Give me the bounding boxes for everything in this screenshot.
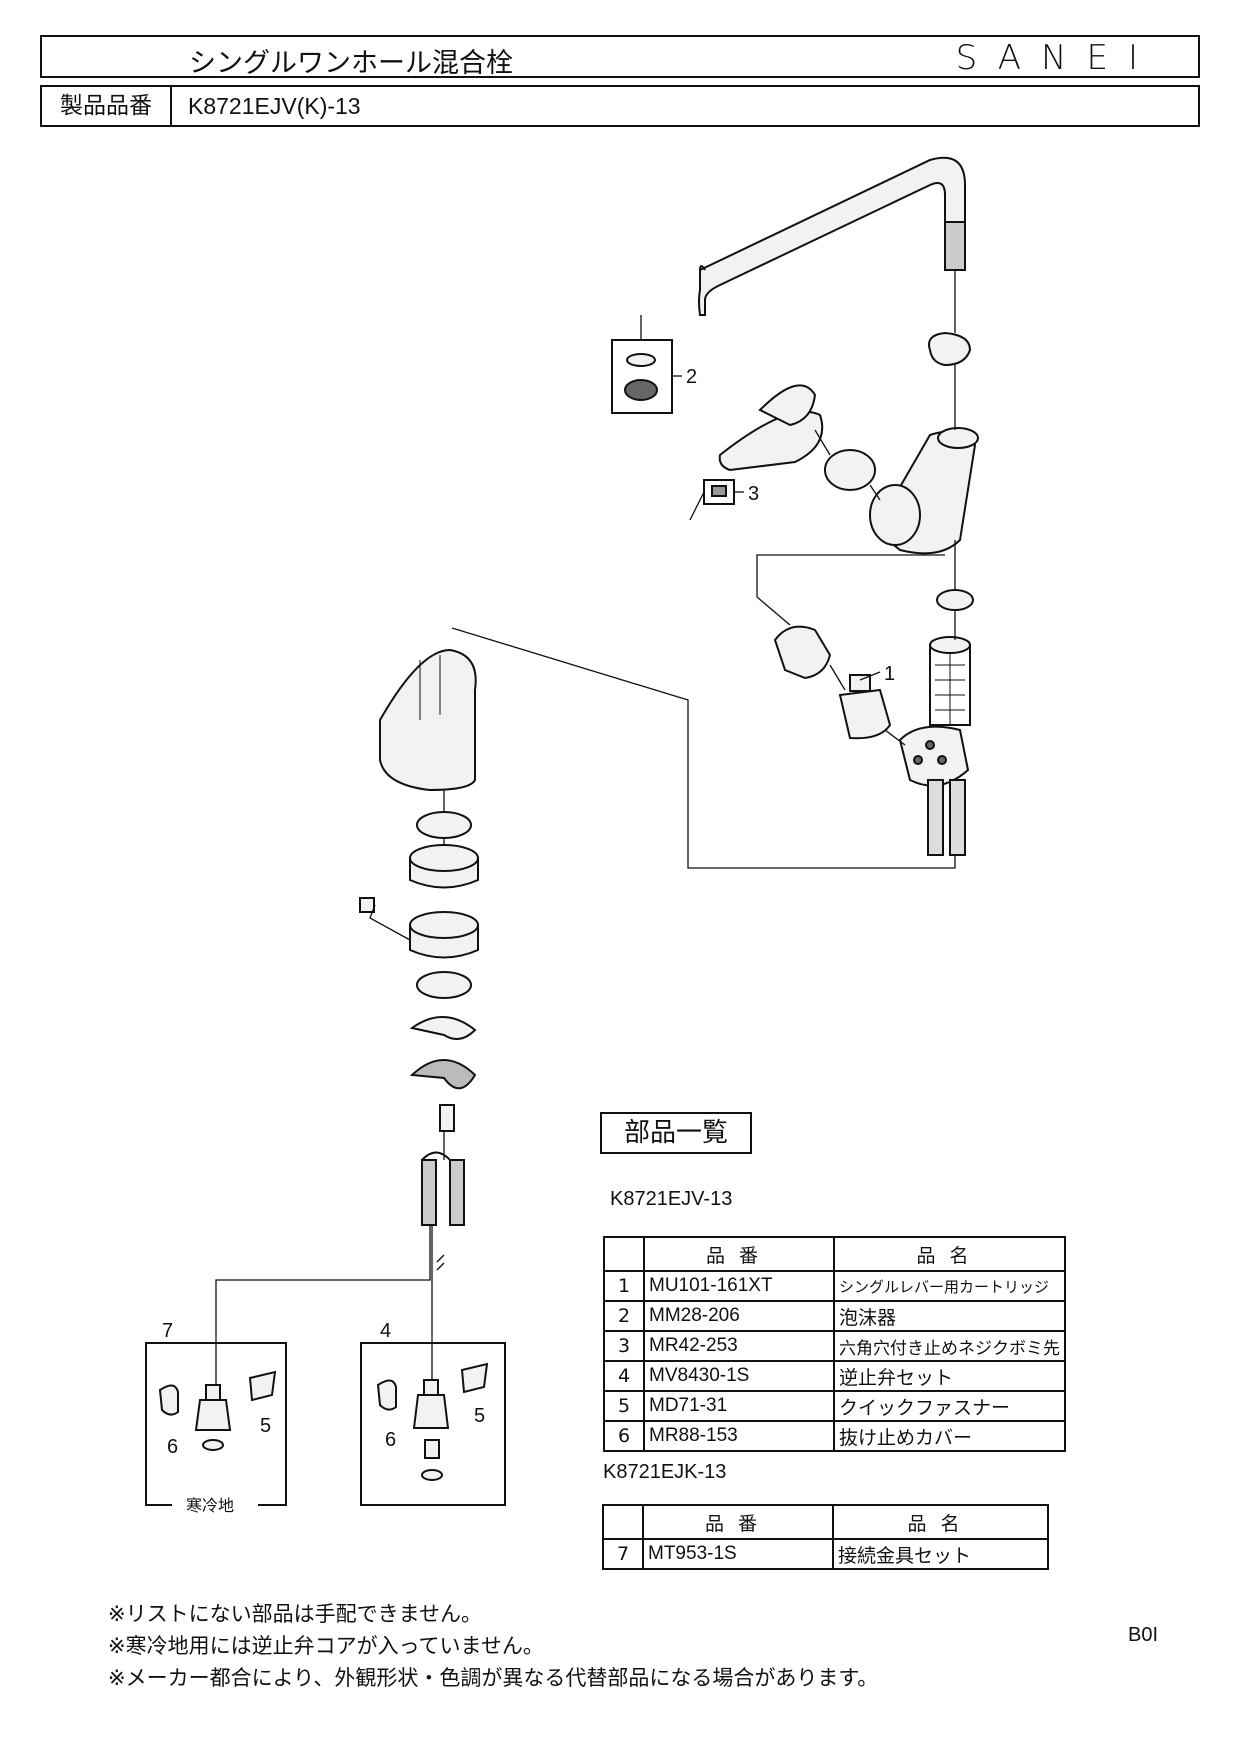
row-no: 6 xyxy=(603,1420,645,1452)
group-4-parts xyxy=(376,1362,489,1481)
callout-6b: 6 xyxy=(385,1429,396,1451)
row-name: クイックファスナー xyxy=(833,1390,1066,1422)
page-code: B0I xyxy=(1128,1624,1159,1646)
row-name: 抜け止めカバー xyxy=(833,1420,1066,1452)
header-code: 品番 xyxy=(643,1236,835,1272)
callout-1: 1 xyxy=(884,663,895,685)
aerator-group xyxy=(611,339,673,414)
row-no: 2 xyxy=(603,1300,645,1332)
row-no: 7 xyxy=(602,1538,644,1570)
callout-7: 7 xyxy=(162,1320,173,1342)
table-row: 7 MT953-1S 接続金具セット xyxy=(602,1538,1049,1570)
row-name: 接続金具セット xyxy=(832,1538,1049,1570)
cartridge-nut xyxy=(773,625,832,680)
parts-table-1: 品番 品名 1 MU101-161XT シングルレバー用カートリッジ 2 MM2… xyxy=(603,1236,1066,1452)
title-bar: シングルワンホール混合栓 SANEI xyxy=(40,35,1200,79)
table-row: 6 MR88-153 抜け止めカバー xyxy=(603,1420,1066,1452)
table-row: 4 MV8430-1S 逆止弁セット xyxy=(603,1360,1066,1392)
row-code: MT953-1S xyxy=(642,1538,834,1570)
clip-ring xyxy=(936,589,974,611)
cap-ring xyxy=(824,449,876,491)
row-name: 泡沫器 xyxy=(833,1300,1066,1332)
table-header-row: 品番 品名 xyxy=(602,1504,1049,1540)
plate-2 xyxy=(409,1059,477,1090)
base-cover xyxy=(379,648,477,792)
row-name: シングルレバー用カートリッジ xyxy=(833,1270,1066,1302)
row-no: 3 xyxy=(603,1330,645,1362)
row-no: 1 xyxy=(603,1270,645,1302)
parts-table-2: 品番 品名 7 MT953-1S 接続金具セット xyxy=(602,1504,1049,1570)
group-7-parts xyxy=(158,1370,277,1451)
header-name: 品名 xyxy=(832,1504,1049,1540)
row-name: 逆止弁セット xyxy=(833,1360,1066,1392)
row-code: MD71-31 xyxy=(643,1390,835,1422)
row-name: 六角穴付き止めネジクボミ先 xyxy=(833,1330,1066,1362)
product-label: 製品品番 xyxy=(42,87,172,125)
faucet-body xyxy=(869,427,979,555)
table-row: 2 MM28-206 泡沫器 xyxy=(603,1300,1066,1332)
header-no xyxy=(602,1504,644,1540)
product-code: K8721EJV(K)-13 xyxy=(188,93,361,119)
table1-model: K8721EJV-13 xyxy=(610,1188,733,1210)
header-name: 品名 xyxy=(833,1236,1066,1272)
table2-model: K8721EJK-13 xyxy=(603,1461,727,1483)
spout xyxy=(698,156,966,316)
table-row: 1 MU101-161XT シングルレバー用カートリッジ xyxy=(603,1270,1066,1302)
table-header-row: 品番 品名 xyxy=(603,1236,1066,1272)
parts-list-heading: 部品一覧 xyxy=(600,1112,752,1154)
valve-body xyxy=(898,636,971,856)
plate-1 xyxy=(409,1016,477,1040)
callout-5b: 5 xyxy=(474,1405,485,1427)
lever-handle xyxy=(718,384,824,472)
note-3: ※メーカー都合により、外観形状・色調が異なる代替部品になる場合があります。 xyxy=(108,1666,879,1690)
table-row: 5 MD71-31 クイックファスナー xyxy=(603,1390,1066,1422)
base-ring xyxy=(409,844,479,889)
header-code: 品番 xyxy=(642,1504,834,1540)
row-code: MM28-206 xyxy=(643,1300,835,1332)
note-1: ※リストにない部品は手配できません。 xyxy=(108,1602,482,1626)
document-title: シングルワンホール混合栓 xyxy=(189,48,513,79)
callout-2: 2 xyxy=(686,366,697,388)
brand-logo: SANEI xyxy=(955,38,1158,78)
header-no xyxy=(603,1236,645,1272)
washer-1 xyxy=(416,811,472,839)
callout-4: 4 xyxy=(380,1320,391,1342)
row-no: 4 xyxy=(603,1360,645,1392)
note-2: ※寒冷地用には逆止弁コアが入っていません。 xyxy=(108,1634,544,1658)
washer-2 xyxy=(416,971,472,999)
row-code: MR88-153 xyxy=(643,1420,835,1452)
stud xyxy=(439,1104,455,1132)
callout-3: 3 xyxy=(748,483,759,505)
table-row: 3 MR42-253 六角穴付き止めネジクボミ先 xyxy=(603,1330,1066,1362)
callout-6a: 6 xyxy=(167,1436,178,1458)
product-bar: 製品品番 K8721EJV(K)-13 xyxy=(40,85,1200,127)
row-code: MU101-161XT xyxy=(643,1270,835,1302)
row-code: MR42-253 xyxy=(643,1330,835,1362)
supply-hoses xyxy=(421,1151,465,1226)
mounting-ring xyxy=(359,897,479,959)
cartridge xyxy=(838,674,892,740)
top-nut xyxy=(928,331,972,367)
cold-region-label: 寒冷地 xyxy=(186,1496,234,1515)
row-no: 5 xyxy=(603,1390,645,1422)
callout-5a: 5 xyxy=(260,1415,271,1437)
row-code: MV8430-1S xyxy=(643,1360,835,1392)
